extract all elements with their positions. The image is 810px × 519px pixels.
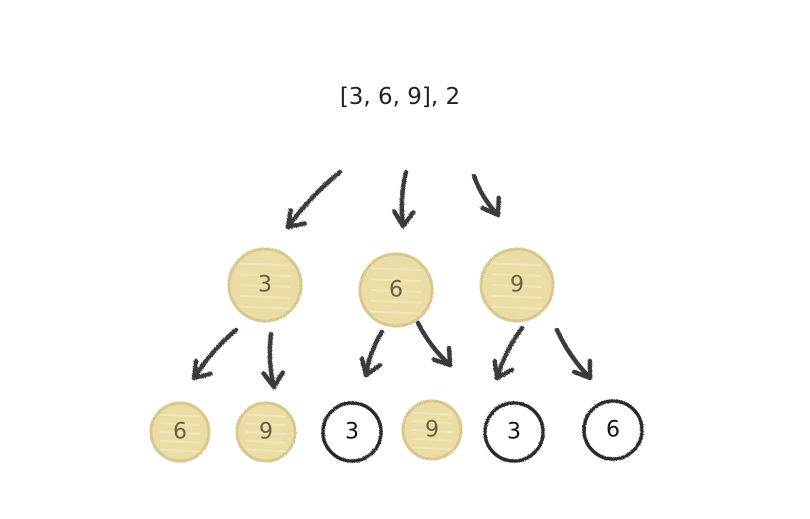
diagram-title: [3, 6, 9], 2 (339, 84, 461, 110)
node-level2-2: 3 (321, 401, 383, 463)
node-level2-5: 6 (582, 399, 644, 461)
node-circle (582, 399, 644, 461)
node-level1-1: 6 (358, 252, 434, 328)
arrow-3-to-9 (261, 331, 286, 390)
node-label: 9 (259, 420, 273, 445)
node-level2-1: 9 (235, 401, 297, 463)
nodes-group: 3 6 9 6 9 3 9 3 6 (149, 247, 644, 463)
node-label: 9 (425, 418, 439, 443)
node-label: 3 (258, 273, 272, 298)
node-label: 6 (606, 418, 620, 443)
node-label: 6 (173, 420, 187, 445)
arrow-6-to-3 (359, 329, 385, 378)
node-label: 3 (507, 420, 521, 445)
arrow-9-to-6 (554, 327, 593, 381)
node-circle (483, 401, 545, 463)
node-label: 6 (389, 278, 403, 303)
arrow-9-to-3 (492, 325, 525, 381)
node-label: 9 (510, 273, 524, 298)
node-level1-0: 3 (227, 247, 303, 323)
node-level2-3: 9 (401, 399, 463, 461)
arrow-root-to-9 (471, 173, 502, 218)
node-level2-0: 6 (149, 401, 211, 463)
node-level2-4: 3 (483, 401, 545, 463)
node-label: 3 (345, 420, 359, 445)
node-circle (321, 401, 383, 463)
arrow-root-to-6 (391, 169, 416, 229)
node-level1-2: 9 (479, 247, 555, 323)
arrows-group (191, 169, 593, 390)
arrow-6-to-9 (415, 320, 453, 368)
arrow-3-to-6 (191, 327, 239, 381)
arrow-root-to-3 (285, 169, 343, 230)
